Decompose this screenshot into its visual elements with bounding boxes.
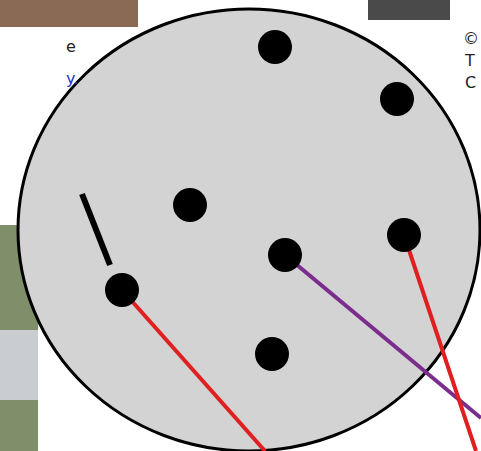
dot: [173, 188, 207, 222]
dot: [258, 30, 292, 64]
dot: [255, 337, 289, 371]
photo-fragment: [0, 0, 138, 27]
red-line: [122, 290, 265, 451]
purple-line: [285, 255, 481, 418]
dot: [105, 273, 139, 307]
car-fragment: [0, 330, 38, 400]
cropped-text: T: [465, 52, 475, 70]
red-line: [404, 235, 476, 451]
cropped-text: e: [66, 38, 76, 56]
cropped-text: ©: [463, 30, 479, 48]
dot: [380, 82, 414, 116]
cropped-text: C: [465, 74, 476, 92]
photo-fragment: [368, 0, 450, 20]
cropped-text: y.: [66, 70, 78, 88]
region-circle: [18, 9, 480, 451]
dot: [387, 218, 421, 252]
black-line: [82, 194, 110, 265]
dot: [268, 238, 302, 272]
